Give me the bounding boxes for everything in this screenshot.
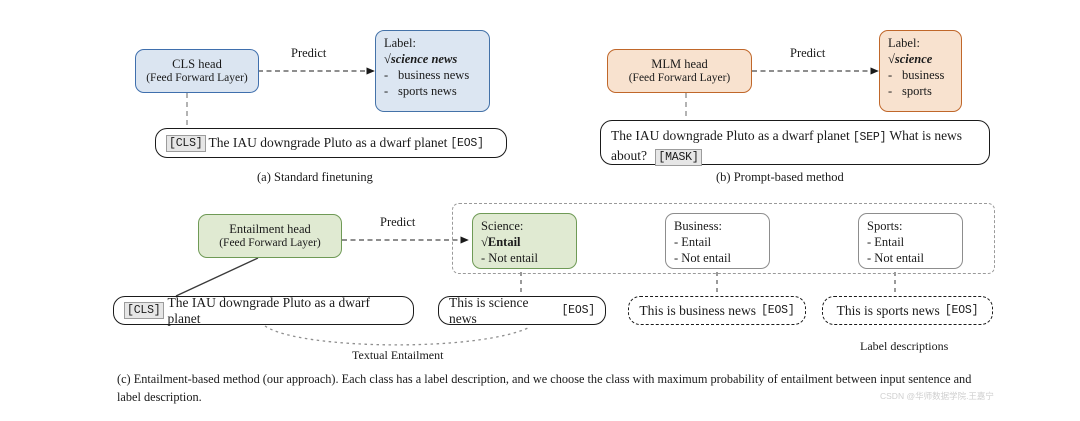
class-box-science[interactable]: Science: √Entail - Not entail	[472, 213, 577, 269]
check-icon: √	[888, 51, 895, 66]
class-box-business[interactable]: Business: - Entail - Not entail	[665, 213, 770, 269]
textual-entailment-curve	[264, 325, 531, 346]
entailment-head-title: Entailment head	[229, 221, 311, 236]
cls-token-c: [CLS]	[124, 302, 164, 319]
label-descriptions-label: Label descriptions	[860, 339, 949, 353]
panel-a-caption: (a) Standard finetuning	[257, 170, 373, 184]
eos-token-business: [EOS]	[761, 304, 795, 317]
panel-b-caption: (b) Prompt-based method	[716, 170, 844, 184]
class-box-business-title: Business:	[674, 219, 722, 233]
textual-entailment-label: Textual Entailment	[352, 348, 444, 362]
eos-token-sports: [EOS]	[944, 304, 979, 317]
label-box-b[interactable]: Label: √science -business -sports	[879, 30, 962, 112]
entailment-head-box[interactable]: Entailment head (Feed Forward Layer)	[198, 214, 342, 258]
hypothesis-science[interactable]: This is science news [EOS]	[438, 294, 606, 326]
class-box-sports-entail[interactable]: - Entail	[867, 234, 905, 249]
class-box-science-selected: √Entail	[481, 234, 521, 249]
eos-token-science: [EOS]	[561, 304, 595, 317]
label-box-b-selected: √science	[888, 51, 933, 66]
check-icon: √	[481, 234, 488, 249]
cls-head-title: CLS head	[172, 56, 222, 71]
class-box-sports-title: Sports:	[867, 219, 903, 233]
mask-token-b: [MASK]	[655, 149, 702, 167]
class-box-sports[interactable]: Sports: - Entail - Not entail	[858, 213, 963, 269]
class-box-business-other[interactable]: - Not entail	[674, 250, 731, 265]
cls-token-a: [CLS]	[166, 134, 206, 152]
hypothesis-sports[interactable]: This is sports news [EOS]	[822, 296, 993, 325]
label-box-a-selected: √science news	[384, 51, 458, 66]
input-sentence-a[interactable]: [CLS] The IAU downgrade Pluto as a dwarf…	[155, 128, 507, 158]
head-to-input-c	[175, 257, 259, 297]
sentence-text-b-b: What is news about?	[611, 128, 963, 164]
sep-token-b: [SEP]	[852, 131, 887, 144]
label-box-b-title: Label:	[888, 36, 920, 50]
label-descriptions-group	[452, 203, 995, 274]
panel-c-caption: (c) Entailment-based method (our approac…	[117, 372, 972, 404]
label-box-a-option-0[interactable]: -business news	[384, 67, 470, 82]
label-box-a-title: Label:	[384, 36, 416, 50]
eos-token-a: [EOS]	[450, 136, 484, 150]
check-icon: √	[384, 51, 391, 66]
mlm-head-box[interactable]: MLM head (Feed Forward Layer)	[607, 49, 752, 93]
predict-label-a: Predict	[291, 46, 327, 60]
sentence-text-c: The IAU downgrade Pluto as a dwarf plane…	[167, 294, 370, 326]
hypothesis-business-text: This is business news	[639, 302, 757, 318]
predict-label-b: Predict	[790, 46, 826, 60]
entailment-head-subtitle: (Feed Forward Layer)	[219, 236, 321, 249]
hypothesis-business[interactable]: This is business news [EOS]	[628, 296, 806, 325]
predict-label-c: Predict	[380, 215, 416, 229]
cls-head-subtitle: (Feed Forward Layer)	[146, 71, 248, 84]
sentence-text-b-a: The IAU downgrade Pluto as a dwarf plane…	[611, 128, 850, 143]
hypothesis-sports-text: This is sports news	[836, 302, 940, 318]
sentence-text-a: The IAU downgrade Pluto as a dwarf plane…	[208, 135, 448, 150]
mlm-head-subtitle: (Feed Forward Layer)	[628, 71, 731, 84]
label-box-b-option-1[interactable]: -sports	[888, 83, 932, 98]
cls-head-box[interactable]: CLS head (Feed Forward Layer)	[135, 49, 259, 93]
class-box-business-entail[interactable]: - Entail	[674, 234, 712, 249]
label-box-a[interactable]: Label: √science news -business news -spo…	[375, 30, 490, 112]
label-box-b-option-0[interactable]: -business	[888, 67, 945, 82]
label-box-a-option-1[interactable]: -sports news	[384, 83, 457, 98]
input-sentence-c[interactable]: [CLS] The IAU downgrade Pluto as a dwarf…	[113, 294, 414, 326]
class-box-sports-other[interactable]: - Not entail	[867, 250, 924, 265]
class-box-science-title: Science:	[481, 219, 524, 233]
mlm-head-title: MLM head	[651, 56, 708, 71]
watermark: CSDN @华师数据学院.王嘉宁	[880, 391, 994, 401]
input-sentence-b[interactable]: The IAU downgrade Pluto as a dwarf plane…	[600, 120, 990, 167]
class-box-science-other[interactable]: - Not entail	[481, 250, 538, 265]
hypothesis-science-text: This is science news	[449, 294, 529, 326]
